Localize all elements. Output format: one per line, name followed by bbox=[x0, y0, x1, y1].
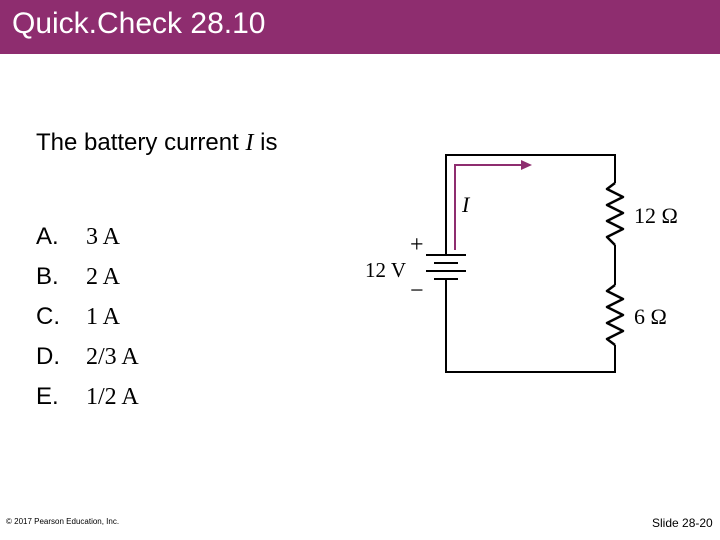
battery-plus-sign: + bbox=[410, 232, 424, 258]
slide-title: Quick.Check 28.10 bbox=[12, 7, 266, 40]
circuit-wire-top bbox=[445, 154, 616, 268]
current-arrow bbox=[454, 160, 532, 250]
battery-voltage-label: 12 V bbox=[365, 258, 406, 282]
answer-choices: A. 3 A B. 2 A C. 1 A D. 2/3 A E. 1/2 A bbox=[36, 222, 236, 422]
choice-b: B. 2 A bbox=[36, 262, 236, 302]
choice-d: D. 2/3 A bbox=[36, 342, 236, 382]
choice-answer: 1/2 A bbox=[86, 384, 139, 410]
question-text: The battery current I is bbox=[36, 128, 277, 158]
slide-number: Slide 28-20 bbox=[652, 516, 713, 530]
question-prefix: The battery current bbox=[36, 129, 246, 156]
choice-letter: E. bbox=[36, 383, 59, 410]
question-suffix: is bbox=[253, 129, 278, 156]
current-label: I bbox=[461, 192, 471, 217]
title-bar: Quick.Check 28.10 bbox=[0, 0, 720, 54]
battery-symbol bbox=[420, 245, 472, 292]
resistor-top-label: 12 Ω bbox=[634, 203, 678, 228]
choice-letter: D. bbox=[36, 343, 60, 370]
battery-minus-sign: − bbox=[410, 278, 424, 304]
choice-letter: C. bbox=[36, 303, 60, 330]
circuit-wire-bottom bbox=[445, 272, 616, 373]
choice-letter: A. bbox=[36, 223, 59, 250]
choice-answer: 2 A bbox=[86, 264, 121, 290]
choice-a: A. 3 A bbox=[36, 222, 236, 262]
question-variable: I bbox=[245, 130, 254, 156]
choice-letter: B. bbox=[36, 263, 59, 290]
choice-answer: 2/3 A bbox=[86, 344, 139, 370]
choice-answer: 1 A bbox=[86, 304, 121, 330]
resistor-bottom-label: 6 Ω bbox=[634, 304, 667, 329]
resistor-bottom bbox=[605, 284, 625, 346]
choice-e: E. 1/2 A bbox=[36, 382, 236, 422]
choice-c: C. 1 A bbox=[36, 302, 236, 342]
choice-answer: 3 A bbox=[86, 224, 121, 250]
resistor-top bbox=[605, 182, 625, 246]
copyright-text: © 2017 Pearson Education, Inc. bbox=[6, 517, 120, 526]
